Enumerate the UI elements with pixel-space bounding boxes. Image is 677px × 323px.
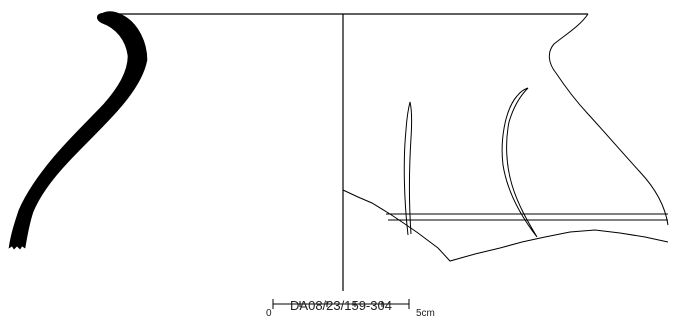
scale-start-label: 0: [266, 308, 272, 319]
scale-end-label: 5cm: [416, 308, 435, 319]
section-profile: [8, 11, 148, 250]
incised-stroke-left: [403, 101, 413, 236]
break-edge: [342, 189, 669, 262]
outer-profile: [548, 13, 669, 226]
catalog-id-label: DA08/23/159-304: [290, 298, 392, 313]
incised-stroke-right: [501, 87, 538, 238]
